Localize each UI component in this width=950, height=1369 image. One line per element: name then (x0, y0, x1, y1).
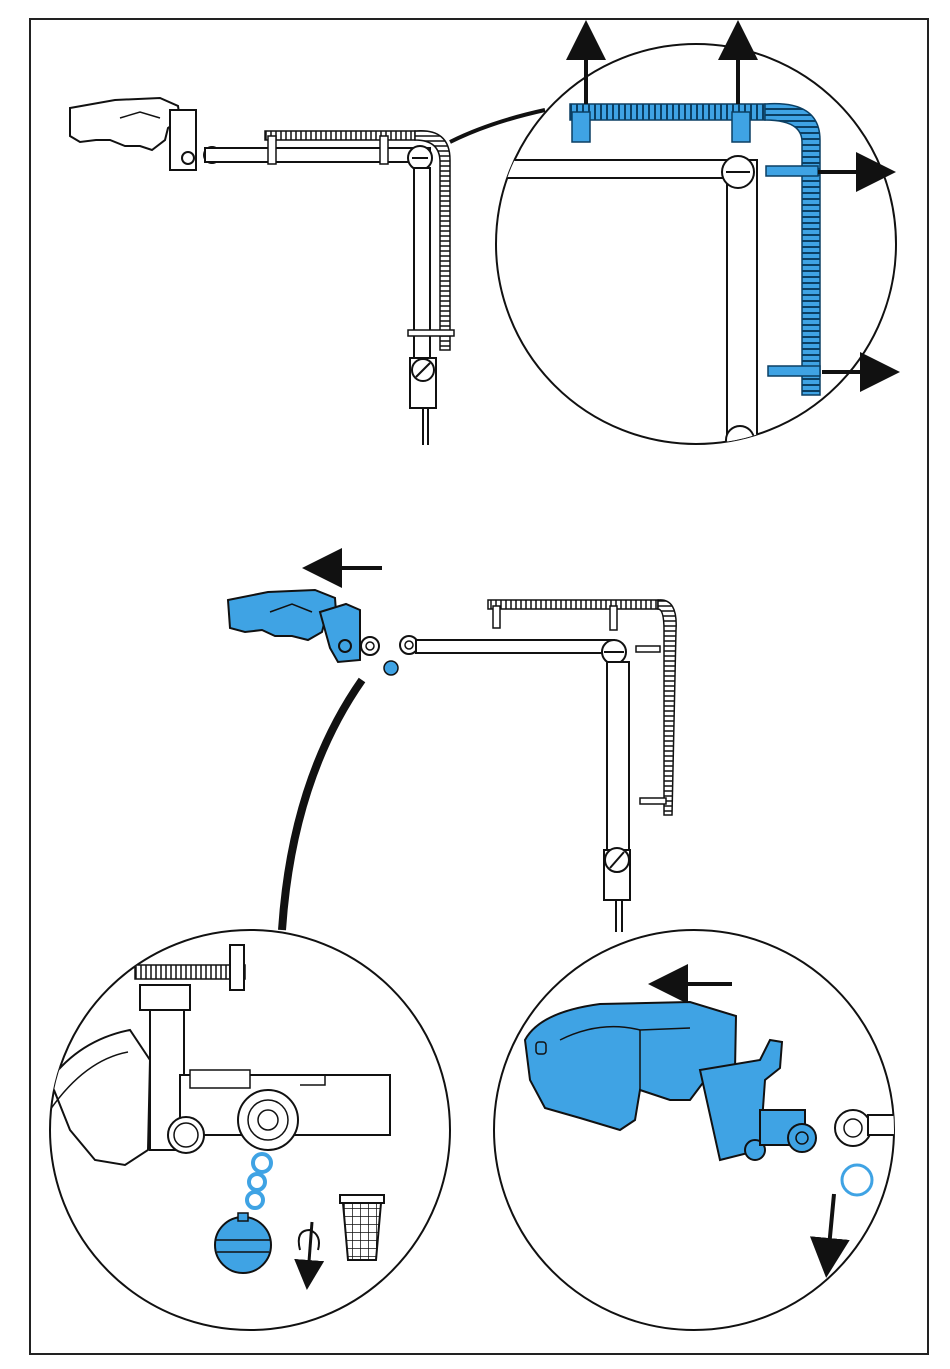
vertical-arm-middle (607, 662, 629, 852)
middle-overview-assembly (228, 568, 676, 932)
coiled-hose (265, 131, 415, 140)
ball-valve (215, 1217, 271, 1273)
o-ring-small (384, 661, 398, 675)
hose-clip-4 (768, 366, 820, 376)
top-overview-assembly (70, 98, 545, 445)
coupling (238, 1090, 298, 1150)
zoom-circle-bottom-right (494, 930, 894, 1330)
waste-basket-icon (340, 1195, 384, 1260)
hose-clip-3 (766, 166, 818, 176)
bottom-left-zoom-panel (50, 930, 450, 1330)
handpiece-shell (70, 98, 180, 150)
hose-clip-1 (572, 112, 590, 142)
top-zoom-panel (480, 40, 896, 460)
coupling-zoom (835, 1110, 871, 1146)
zoom-connector-bottom (282, 680, 362, 930)
hose-clip-2 (732, 112, 750, 142)
horizontal-arm (205, 148, 430, 162)
bottom-right-zoom-panel (494, 930, 898, 1330)
coiled-hose-middle (488, 600, 658, 609)
horizontal-arm-middle (416, 640, 614, 653)
